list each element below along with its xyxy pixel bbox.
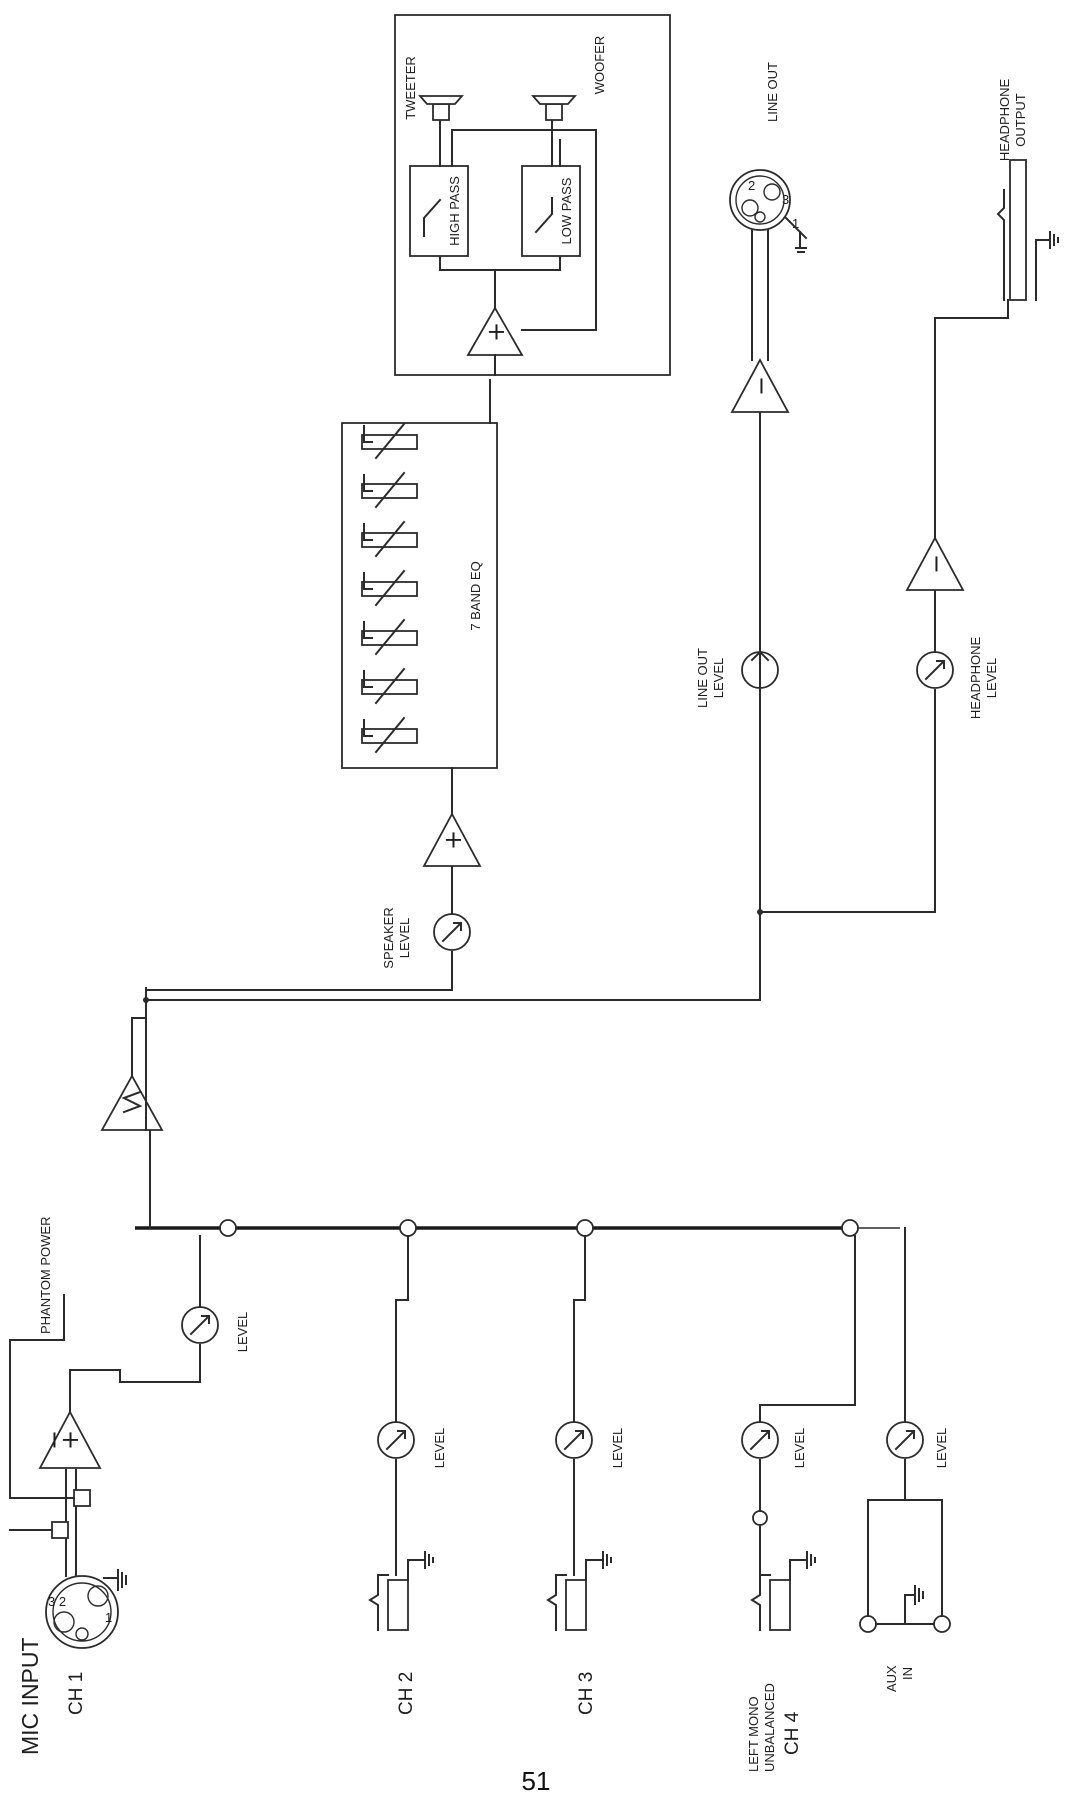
aux-in-right-jack (933, 1615, 951, 1633)
ch4-junction (752, 1510, 768, 1526)
woofer-label: WOOFER (592, 36, 607, 95)
ch4-label: CH 4 (782, 1711, 803, 1755)
high-pass-filter: HIGH PASS (409, 165, 469, 257)
crossover-section: + HIGH PASS LOW PASS (394, 14, 671, 376)
bus-junction-ch1 (219, 1219, 237, 1237)
eq-band-1 (361, 716, 418, 754)
tweeter-label: TWEETER (403, 56, 418, 120)
speaker-label: SPEAKER (381, 907, 396, 968)
headphone-junction-dot (757, 909, 763, 915)
output-label: OUTPUT (1013, 93, 1028, 147)
mix-bus (135, 1129, 900, 1237)
ch3-strip: LEVEL CH 3 (546, 1235, 625, 1715)
ch2-strip: LEVEL CH 2 (368, 1235, 447, 1715)
speaker-row-final (145, 951, 453, 1001)
headphone-path: HEADPHONE LEVEL − HEADPHONE OUTPUT (757, 79, 1059, 915)
speaker-level: SPEAKER LEVEL (381, 865, 471, 969)
ground-symbol (103, 1569, 127, 1591)
ch3-label: CH 3 (576, 1672, 597, 1715)
eq-band-7 (361, 422, 418, 460)
unbalanced-label: UNBALANCED (762, 1683, 777, 1772)
headphone-amp-triangle (905, 536, 965, 591)
ch3-jack (546, 1551, 612, 1631)
crossover-amp-plus: + (482, 322, 510, 342)
line-out-pin-2: 2 (748, 178, 755, 193)
seven-band-eq: 7 BAND EQ (341, 379, 498, 769)
high-pass-label: HIGH PASS (447, 176, 462, 246)
headphone-label: HEADPHONE (997, 79, 1012, 162)
mic-input-label: MIC INPUT (17, 1637, 43, 1755)
bus-junction-ch2 (399, 1219, 417, 1237)
ch1-label: CH 1 (66, 1672, 87, 1715)
phantom-power-label: PHANTOM POWER (38, 1217, 53, 1335)
ch2-label: CH 2 (396, 1672, 417, 1715)
page-number: 51 (522, 1766, 551, 1796)
eq-band-5 (361, 520, 418, 558)
line-out-level-label-1: LINE OUT (695, 648, 710, 708)
eq-band-4 (361, 569, 418, 607)
preamp-minus-sign: − (40, 1430, 68, 1450)
line-out-level-label-2: LEVEL (711, 658, 726, 698)
split-wiring (143, 987, 761, 1077)
low-pass-filter: LOW PASS (521, 165, 581, 257)
tweeter-icon (418, 95, 464, 121)
phantom-resistor-b (73, 1489, 91, 1507)
ch4-strip: LEVEL LEFT MONO UNBALANCED CH 4 (741, 1235, 856, 1772)
in-label: IN (900, 1667, 915, 1680)
preamp-plus-sign: + (56, 1430, 84, 1450)
left-mono-label: LEFT MONO (746, 1696, 761, 1772)
ch3-level-label: LEVEL (610, 1428, 625, 1468)
speaker-amp: + (422, 767, 482, 867)
eq-band-3 (361, 618, 418, 656)
bus-junction-ch3 (576, 1219, 594, 1237)
eq-band-6 (361, 471, 418, 509)
speaker-amp-plus: + (439, 830, 467, 850)
line-out-amp-minus: − (747, 376, 775, 396)
line-out-path: LINE OUT LEVEL − 2 3 1 LINE OUT (695, 62, 808, 1001)
master-section (100, 999, 164, 1131)
xlr-mic-connector: 3 2 1 (45, 1575, 119, 1649)
line-out-label: LINE OUT (765, 62, 780, 122)
line-out-amp-triangle (730, 358, 790, 413)
phantom-resistor-a (51, 1521, 69, 1539)
xlr-line-out-connector: 2 3 1 (729, 169, 808, 253)
line-out-pin-3: 3 (782, 192, 789, 207)
speaker-level-label: LEVEL (397, 918, 412, 958)
eq-band-2 (361, 667, 418, 705)
line-out-pin-1: 1 (792, 216, 799, 231)
bus-junction-ch4 (841, 1219, 859, 1237)
woofer-icon (531, 95, 577, 121)
headphone-level-label-2: LEVEL (984, 658, 999, 698)
low-pass-label: LOW PASS (559, 177, 574, 244)
headphone-level-label-1: HEADPHONE (968, 637, 983, 720)
ch2-level-label: LEVEL (432, 1428, 447, 1468)
ch1-preamp-triangle (38, 1410, 102, 1469)
ch1-strip: 3 2 1 PHANTOM POWER + − (9, 1217, 250, 1755)
speaker-amp-triangle (422, 812, 482, 867)
headphone-jack-icon (996, 159, 1059, 301)
aux-in-left-jack (859, 1615, 877, 1633)
ch2-jack (368, 1551, 434, 1631)
ch1-level-label: LEVEL (235, 1312, 250, 1352)
aux-label: AUX (884, 1665, 899, 1692)
aux-level-label: LEVEL (934, 1428, 949, 1468)
xlr-pin-1: 1 (105, 1610, 112, 1625)
aux-in-strip: LEVEL AUX IN (859, 1227, 951, 1692)
headphone-amp-minus: − (922, 554, 950, 574)
xlr-pin-3-2: 3 2 (48, 1594, 66, 1609)
ch4-level-label: LEVEL (792, 1428, 807, 1468)
ch4-jack (750, 1551, 816, 1631)
eq-label: 7 BAND EQ (468, 561, 483, 630)
